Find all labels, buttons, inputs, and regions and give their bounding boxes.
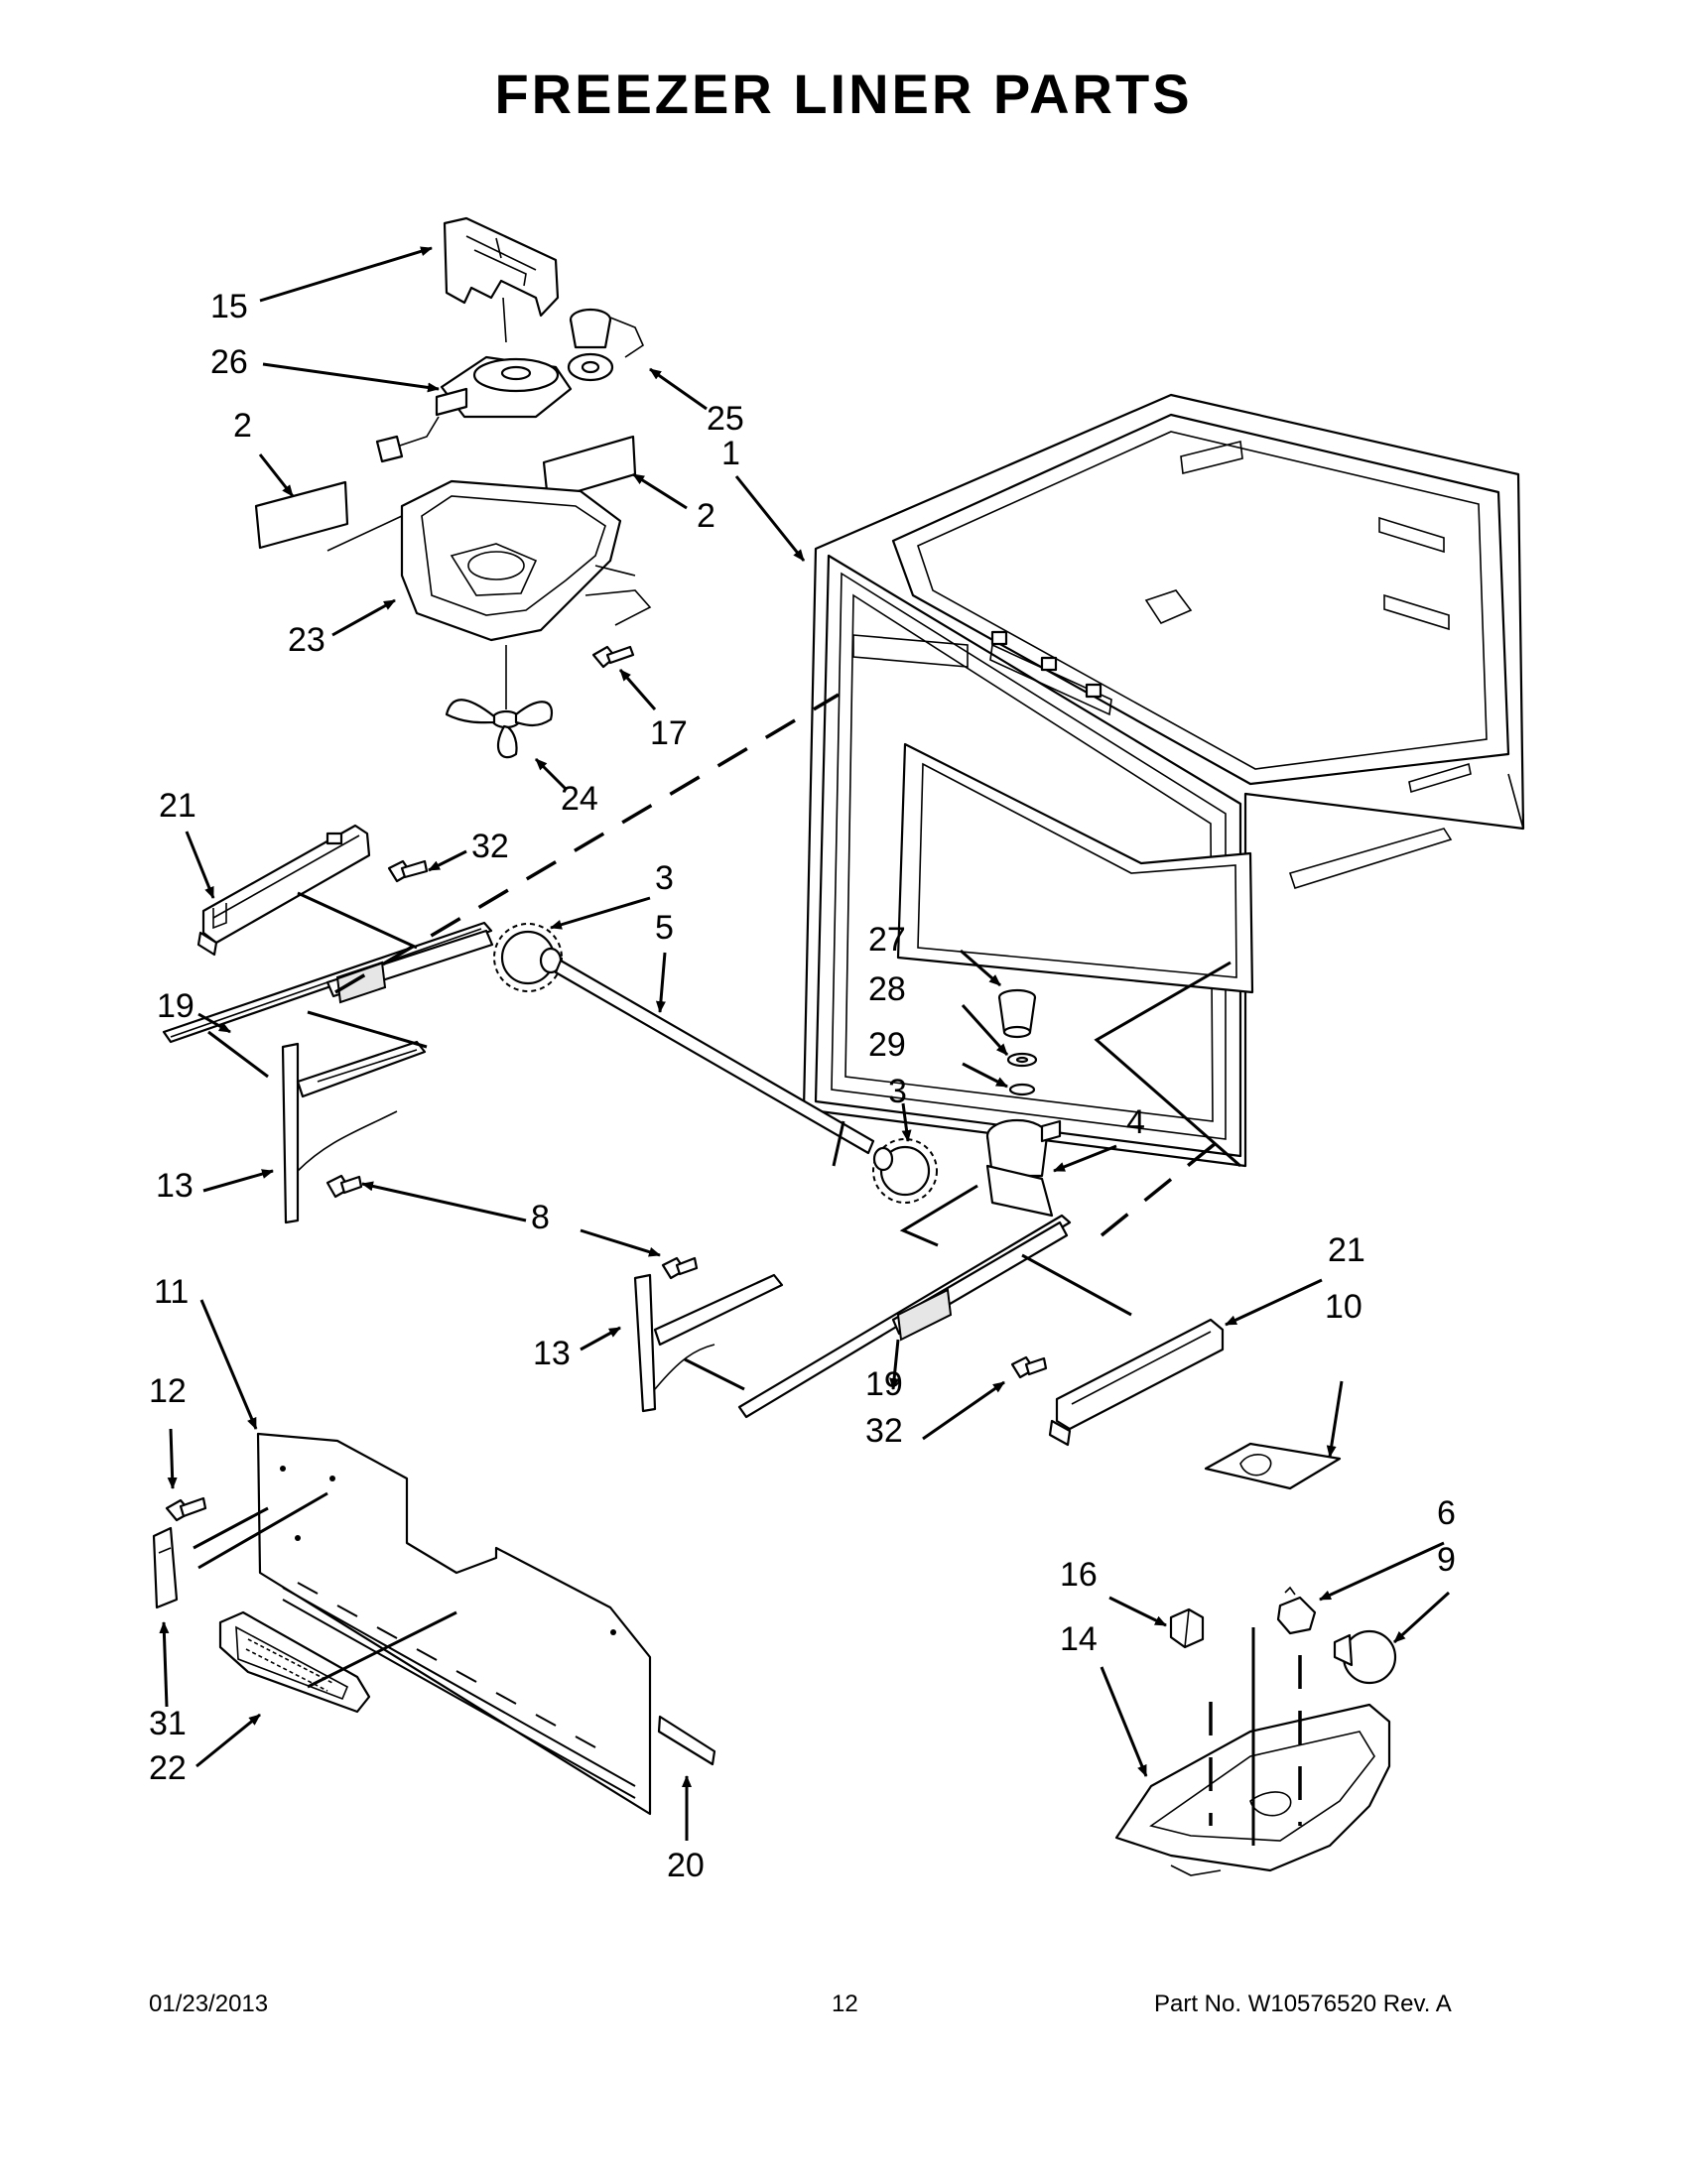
callout-21-lower: 21	[1328, 1231, 1365, 1269]
strip-20-drawing	[657, 1715, 716, 1766]
fan-blade-drawing	[445, 645, 554, 759]
callout-31: 31	[149, 1705, 187, 1742]
callout-22: 22	[149, 1749, 187, 1787]
footer-date: 01/23/2013	[149, 1991, 269, 2017]
literature-10-drawing	[1204, 1442, 1342, 1490]
freezer-liner-drawing	[802, 393, 1525, 1168]
callout-1: 1	[721, 435, 740, 472]
drawer-slide-upper-19-drawing	[162, 921, 494, 1044]
air-tower-bracket-drawing	[443, 216, 560, 417]
callout-13-lower: 13	[533, 1335, 571, 1372]
callout-27: 27	[868, 921, 906, 959]
callout-29: 29	[868, 1026, 906, 1064]
screw-12-drawing	[165, 1496, 207, 1522]
clip-31-drawing	[152, 1526, 179, 1609]
callout-9: 9	[1437, 1541, 1456, 1579]
leader-arrows	[159, 246, 1451, 1841]
slide-rail-right-21-drawing	[1048, 1318, 1225, 1447]
callout-3-upper: 3	[655, 859, 674, 897]
callout-32-lower: 32	[865, 1412, 903, 1450]
washer-29-drawing	[1008, 1083, 1036, 1096]
callout-5: 5	[655, 909, 674, 947]
footer-page-number: 12	[832, 1991, 858, 2017]
callout-12: 12	[149, 1372, 187, 1410]
grille-22-drawing	[218, 1610, 371, 1714]
shaft-5-drawing	[554, 959, 875, 1155]
screw-8-right-drawing	[661, 1256, 699, 1280]
footer-part-number: Part No. W10576520 Rev. A	[1154, 1991, 1452, 2017]
foam-pad-left-drawing	[254, 480, 349, 550]
callout-24: 24	[561, 780, 598, 818]
gear-lower-3-drawing	[872, 1138, 938, 1204]
callout-25: 25	[707, 400, 744, 438]
light-bulb-9-drawing	[1333, 1629, 1397, 1685]
callout-21-upper: 21	[159, 787, 196, 825]
callout-8: 8	[531, 1199, 550, 1236]
callout-10: 10	[1325, 1288, 1363, 1326]
cap-27-drawing	[997, 988, 1037, 1039]
drawer-slide-lower-19-drawing	[737, 1214, 1072, 1419]
callout-15: 15	[210, 288, 248, 325]
page-title: FREEZER LINER PARTS	[494, 63, 1193, 125]
slide-rail-left-21-drawing	[196, 824, 371, 957]
callout-3-lower: 3	[888, 1073, 907, 1110]
screw-8-left-drawing	[325, 1174, 363, 1199]
callout-17: 17	[650, 714, 688, 752]
callout-20: 20	[667, 1847, 705, 1884]
callout-6: 6	[1437, 1494, 1456, 1532]
fan-motor-drawing	[375, 355, 573, 463]
callout-28: 28	[868, 970, 906, 1008]
screw-32-lower-drawing	[1010, 1355, 1048, 1379]
washer-28-drawing	[1006, 1052, 1038, 1068]
callout-26: 26	[210, 343, 248, 381]
callout-32-upper: 32	[471, 828, 509, 865]
fan-housing-drawing	[326, 479, 652, 642]
callout-14: 14	[1060, 1620, 1098, 1658]
callout-19-upper: 19	[157, 987, 195, 1025]
callout-4: 4	[1126, 1103, 1145, 1141]
screw-32-upper-drawing	[387, 859, 429, 883]
callout-2-left: 2	[233, 407, 252, 445]
callout-19-lower: 19	[865, 1365, 903, 1403]
gear-upper-3-drawing	[493, 923, 563, 992]
bracket-lower-13-drawing	[633, 1273, 784, 1413]
callout-11: 11	[154, 1273, 190, 1311]
drive-housing-4-drawing	[985, 1118, 1062, 1218]
switch-16-drawing	[1169, 1607, 1205, 1649]
bracket-upper-13-drawing	[281, 1040, 427, 1224]
explode-lines	[193, 693, 1302, 1846]
callout-23: 23	[288, 621, 325, 659]
screw-17-drawing	[591, 645, 635, 669]
light-socket-6-drawing	[1276, 1586, 1317, 1635]
damper-drawing	[567, 308, 645, 382]
callout-2-right: 2	[697, 497, 715, 535]
callout-16: 16	[1060, 1556, 1098, 1594]
callout-13-upper: 13	[156, 1167, 194, 1205]
rear-panel-11-drawing	[256, 1432, 652, 1816]
